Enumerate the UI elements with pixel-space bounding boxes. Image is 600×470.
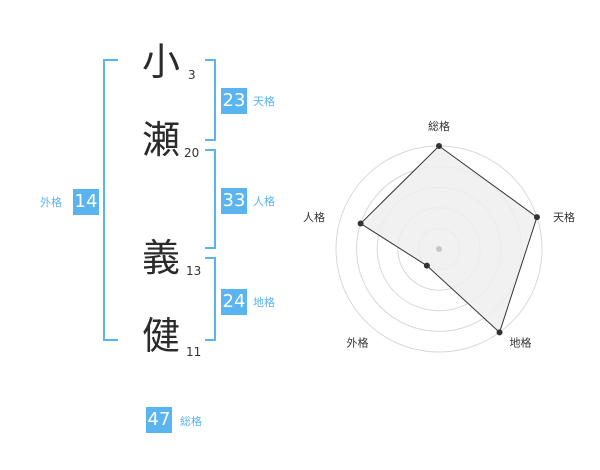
stroke-count-3: 13	[186, 264, 202, 278]
stroke-count-2: 20	[184, 146, 200, 160]
jinkaku-bracket	[205, 149, 216, 249]
chikaku-bracket	[205, 257, 216, 341]
radar-point-5	[357, 220, 364, 227]
name-char-3: 義	[142, 236, 181, 280]
stroke-count-4: 11	[186, 345, 202, 359]
radar-point-3	[496, 329, 503, 336]
radar-point-4	[423, 262, 430, 269]
tenkaku-value: 23	[221, 88, 247, 114]
radar-axis-label-2: 天格	[553, 210, 575, 224]
tenkaku-label: 天格	[253, 95, 275, 108]
radar-axis-label-3: 地格	[510, 335, 532, 349]
radar-axis-label-4: 外格	[346, 335, 368, 349]
chikaku-value: 24	[221, 289, 247, 315]
soukaku-label: 総格	[180, 415, 202, 428]
name-char-1: 小	[142, 40, 181, 84]
gaikaku-value: 14	[73, 189, 99, 215]
radar-center-dot	[436, 246, 442, 252]
jinkaku-label: 人格	[253, 195, 275, 208]
radar-area	[359, 145, 538, 334]
gaikaku-label: 外格	[40, 196, 62, 209]
stroke-count-1: 3	[188, 68, 196, 82]
name-char-4: 健	[142, 314, 181, 358]
gaikaku-bracket	[103, 59, 118, 341]
radar-axis-label-5: 人格	[303, 210, 325, 224]
radar-axis-label-1: 総格	[428, 119, 450, 133]
radar-point-1	[436, 143, 442, 149]
soukaku-value: 47	[146, 407, 172, 433]
radar-point-2	[533, 214, 540, 221]
jinkaku-value: 33	[221, 188, 247, 214]
tenkaku-bracket	[205, 59, 216, 141]
name-char-2: 瀬	[142, 118, 181, 162]
chikaku-label: 地格	[253, 296, 275, 309]
